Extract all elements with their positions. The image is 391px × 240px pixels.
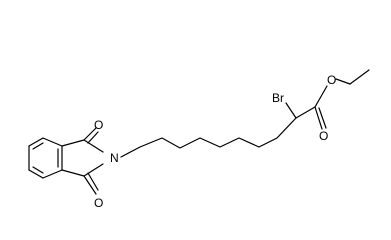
bond-imide-3 (83, 163, 104, 177)
bond-aromatic-1 (32, 142, 44, 150)
bond-aromatic-2 (32, 166, 44, 174)
bond-carbonyl-top-b (87, 131, 99, 144)
imide-oxygen-top-label: O (94, 118, 103, 132)
bond-ring-3 (28, 169, 44, 179)
bond-lines (28, 69, 370, 195)
bond-ester-carbonyl-b (318, 107, 327, 129)
bond-ester-o (314, 85, 328, 108)
bond-alkyl-chain (139, 117, 297, 149)
bromine-label: Br (272, 91, 284, 105)
ester-oxygen-label: O (327, 73, 336, 87)
bond-ethyl-2 (349, 69, 370, 85)
bond-c-ester (295, 106, 316, 119)
bond-imide-2 (83, 139, 104, 153)
bond-ring-1 (28, 137, 44, 147)
bond-carbonyl-bottom-a (83, 175, 97, 195)
nitrogen-label: N (110, 151, 119, 165)
bond-carbonyl-bottom-b (87, 172, 99, 191)
chemical-structure: Br O O O O N (28, 69, 370, 210)
bond-ring-4 (42, 169, 63, 179)
carbonyl-oxygen-label: O (319, 129, 328, 143)
bond-ring-6 (42, 137, 63, 147)
bond-c-br (285, 102, 297, 119)
imide-oxygen-bottom-label: O (94, 196, 103, 210)
bond-ester-carbonyl-a (314, 106, 323, 130)
bond-imide-1 (61, 139, 85, 147)
bond-n-chain (120, 146, 141, 158)
bond-carbonyl-top-a (83, 127, 97, 141)
bond-ethyl-1 (335, 78, 351, 85)
atom-labels: Br O O O O N (94, 73, 336, 210)
bond-imide-4 (61, 169, 85, 177)
